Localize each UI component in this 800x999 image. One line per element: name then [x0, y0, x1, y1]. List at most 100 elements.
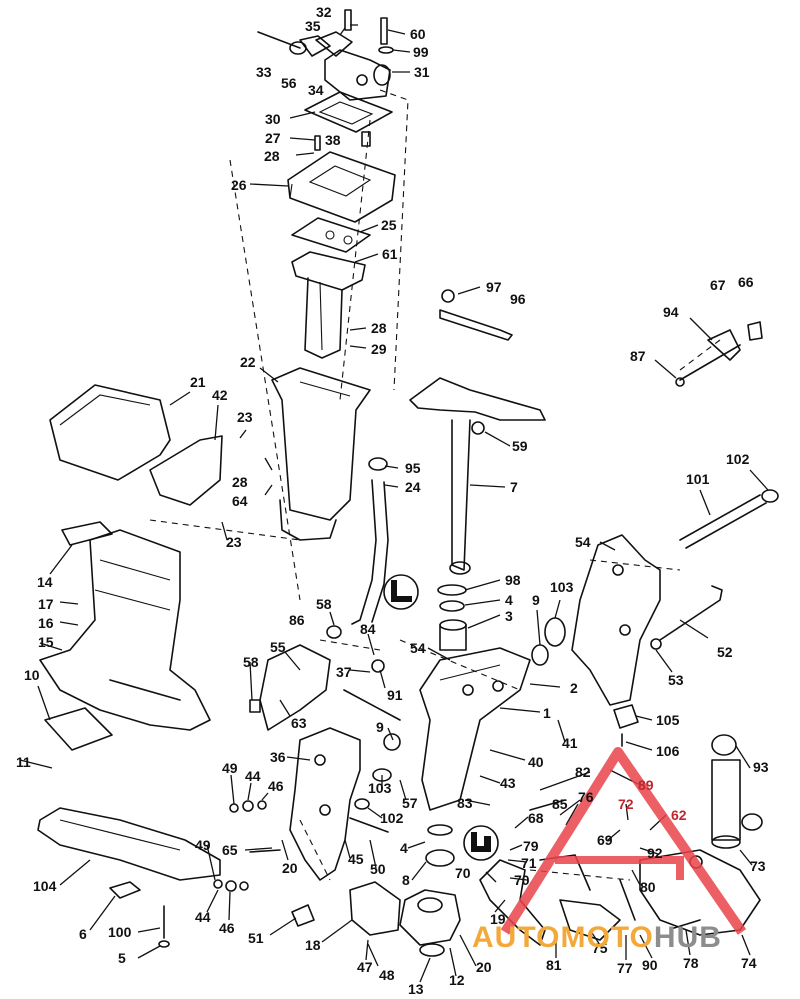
- callout-37: 37: [336, 664, 352, 680]
- callout-23-top: 23: [237, 409, 253, 425]
- watermark-text-part-a: AUTOMOTO: [472, 921, 654, 954]
- callout-84: 84: [360, 621, 376, 637]
- callout-59: 59: [512, 438, 528, 454]
- callout-49-top: 49: [222, 760, 238, 776]
- tilt-bracket: [289, 727, 401, 881]
- callout-81: 81: [546, 957, 562, 973]
- callout-102-mid: 102: [380, 810, 404, 826]
- lower-bracket-block: [291, 881, 401, 936]
- callout-9-top: 9: [532, 592, 540, 608]
- callout-33: 33: [256, 64, 272, 80]
- callout-24: 24: [405, 479, 421, 495]
- callout-26: 26: [231, 177, 247, 193]
- callout-23-low: 23: [226, 534, 242, 550]
- lower-pan: [37, 807, 221, 899]
- callout-69: 69: [597, 832, 613, 848]
- callout-14: 14: [37, 574, 53, 590]
- shaft-bushings: [437, 584, 467, 651]
- callout-12: 12: [449, 972, 465, 988]
- callout-97: 97: [486, 279, 502, 295]
- top-mount-hardware: [257, 9, 394, 101]
- callout-80: 80: [640, 879, 656, 895]
- callout-11: 11: [16, 754, 31, 770]
- callout-102-top: 102: [726, 451, 750, 467]
- callout-92: 92: [647, 845, 663, 861]
- callout-44-low: 44: [195, 909, 211, 925]
- callout-16: 16: [38, 615, 54, 631]
- bolt-and-nut: [158, 905, 170, 948]
- callout-36: 36: [270, 749, 286, 765]
- callout-72: 72: [618, 796, 634, 812]
- swivel-yoke: [399, 824, 461, 957]
- callout-31: 31: [414, 64, 430, 80]
- callout-76: 76: [578, 789, 594, 805]
- callout-58-top: 58: [316, 596, 332, 612]
- callout-73: 73: [750, 858, 766, 874]
- callout-86: 86: [289, 612, 305, 628]
- callout-28-low: 28: [232, 474, 248, 490]
- callout-93: 93: [753, 759, 769, 775]
- callout-64: 64: [232, 493, 248, 509]
- callout-46-top: 46: [268, 778, 284, 794]
- trim-cylinder: [613, 704, 763, 849]
- callout-19: 19: [490, 911, 506, 927]
- callout-4-low: 4: [400, 840, 408, 856]
- callout-96: 96: [510, 291, 526, 307]
- callout-83: 83: [457, 795, 473, 811]
- exhaust-cover-plate: [304, 91, 393, 151]
- callout-48: 48: [379, 967, 395, 983]
- callout-74: 74: [741, 955, 757, 971]
- callout-60: 60: [410, 26, 426, 42]
- exhaust-tube: [291, 251, 366, 359]
- water-tube: [351, 457, 389, 625]
- callout-4-top: 4: [505, 592, 513, 608]
- callout-53: 53: [668, 672, 684, 688]
- lubricate-symbol-bottom: [463, 825, 499, 861]
- callout-52: 52: [717, 644, 733, 660]
- washer-stack: [213, 800, 281, 892]
- callout-94: 94: [663, 304, 679, 320]
- callout-28-top: 28: [264, 148, 280, 164]
- callout-62: 62: [671, 807, 687, 823]
- tilt-lock-bracket: [249, 625, 401, 731]
- callout-44-top: 44: [245, 768, 261, 784]
- callout-71: 71: [521, 855, 537, 871]
- callout-54-center: 54: [410, 640, 426, 656]
- callout-46-low: 46: [219, 920, 235, 936]
- callout-13: 13: [408, 981, 424, 997]
- callout-43: 43: [500, 775, 516, 791]
- callout-66: 66: [738, 274, 754, 290]
- callout-105: 105: [656, 712, 680, 728]
- callout-54-right: 54: [575, 534, 591, 550]
- callout-1: 1: [543, 705, 551, 721]
- callout-68: 68: [528, 810, 544, 826]
- watermark-logo-text: AUTOMOTOHUB: [472, 921, 722, 955]
- callout-2: 2: [570, 680, 578, 696]
- stern-bracket: [571, 489, 779, 706]
- callout-5: 5: [118, 950, 126, 966]
- exhaust-housing: [271, 367, 371, 541]
- callout-17: 17: [38, 596, 54, 612]
- adapter-plate: [287, 151, 396, 223]
- callout-27: 27: [265, 130, 281, 146]
- watermark-text-part-b: HUB: [653, 921, 722, 954]
- callout-38: 38: [325, 132, 341, 148]
- callout-99: 99: [413, 44, 429, 60]
- callout-45: 45: [348, 851, 364, 867]
- callout-87: 87: [630, 348, 646, 364]
- callout-79: 79: [523, 838, 539, 854]
- callout-29: 29: [371, 341, 387, 357]
- callout-61: 61: [382, 246, 398, 262]
- callout-63: 63: [291, 715, 307, 731]
- callout-8: 8: [402, 872, 410, 888]
- midsection-housing: [39, 521, 211, 731]
- callout-106: 106: [656, 743, 680, 759]
- callout-56: 56: [281, 75, 297, 91]
- inspection-plate: [44, 707, 113, 751]
- callout-50: 50: [370, 861, 386, 877]
- callout-67: 67: [710, 277, 726, 293]
- callout-15: 15: [38, 634, 54, 650]
- callout-3: 3: [505, 608, 513, 624]
- callout-95: 95: [405, 460, 421, 476]
